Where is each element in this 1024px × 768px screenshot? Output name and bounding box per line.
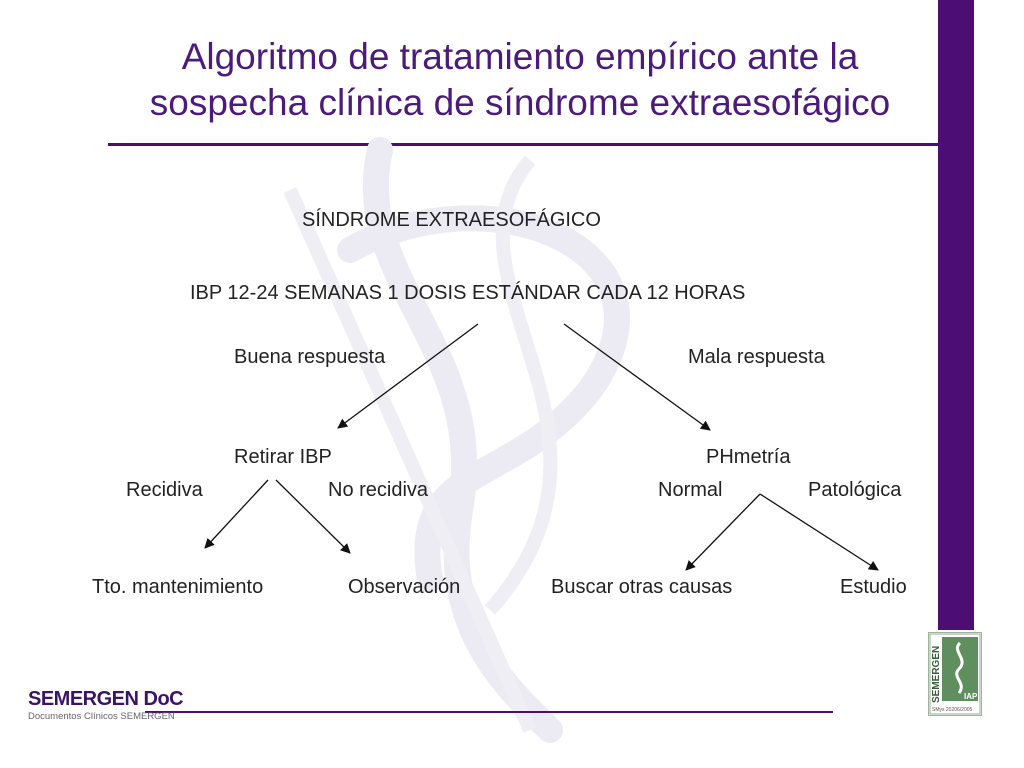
label-bad-response: Mala respuesta [688, 346, 825, 368]
svg-text:SEMERGEN: SEMERGEN [931, 646, 942, 703]
node-maintenance: Tto. mantenimiento [92, 576, 264, 598]
caduceus-watermark-icon [283, 137, 630, 743]
semergen-doc-logo: SEMERGEN DoC Documentos Clínicos SEMERGE… [28, 688, 184, 722]
footer-divider [145, 711, 833, 713]
arrow-to-phmetry [563, 323, 711, 431]
label-relapse: Recidiva [126, 479, 203, 501]
node-other-causes: Buscar otras causas [551, 576, 733, 598]
node-phmetry: PHmetría [706, 446, 791, 468]
arrow-to-withdraw [337, 323, 479, 429]
semergen-seal-icon: SEMERGEN IAP SMys 20206/2005 [928, 632, 982, 716]
right-accent-bar [938, 0, 974, 630]
node-root: SÍNDROME EXTRAESOFÁGICO [302, 209, 601, 231]
title-divider [108, 143, 974, 146]
slide-title: Algoritmo de tratamiento empírico ante l… [110, 34, 930, 126]
title-line-1: Algoritmo de tratamiento empírico ante l… [181, 36, 859, 77]
label-pathologic: Patológica [808, 479, 902, 501]
label-no-relapse: No recidiva [328, 479, 429, 501]
label-normal: Normal [658, 479, 723, 501]
arrow-to-observation [275, 479, 351, 554]
node-withdraw-ibp: Retirar IBP [234, 446, 332, 468]
arrow-to-study [759, 493, 879, 571]
svg-text:IAP: IAP [964, 692, 978, 701]
svg-text:SMys 20206/2005: SMys 20206/2005 [932, 707, 973, 713]
title-line-2: sospecha clínica de síndrome extraesofág… [149, 82, 891, 123]
node-observation: Observación [348, 576, 461, 598]
node-treatment: IBP 12-24 SEMANAS 1 DOSIS ESTÁNDAR CADA … [190, 282, 746, 304]
arrow-to-maintenance [204, 479, 269, 549]
label-good-response: Buena respuesta [234, 346, 386, 368]
node-study: Estudio [840, 576, 907, 598]
arrow-to-other-causes [685, 493, 761, 571]
